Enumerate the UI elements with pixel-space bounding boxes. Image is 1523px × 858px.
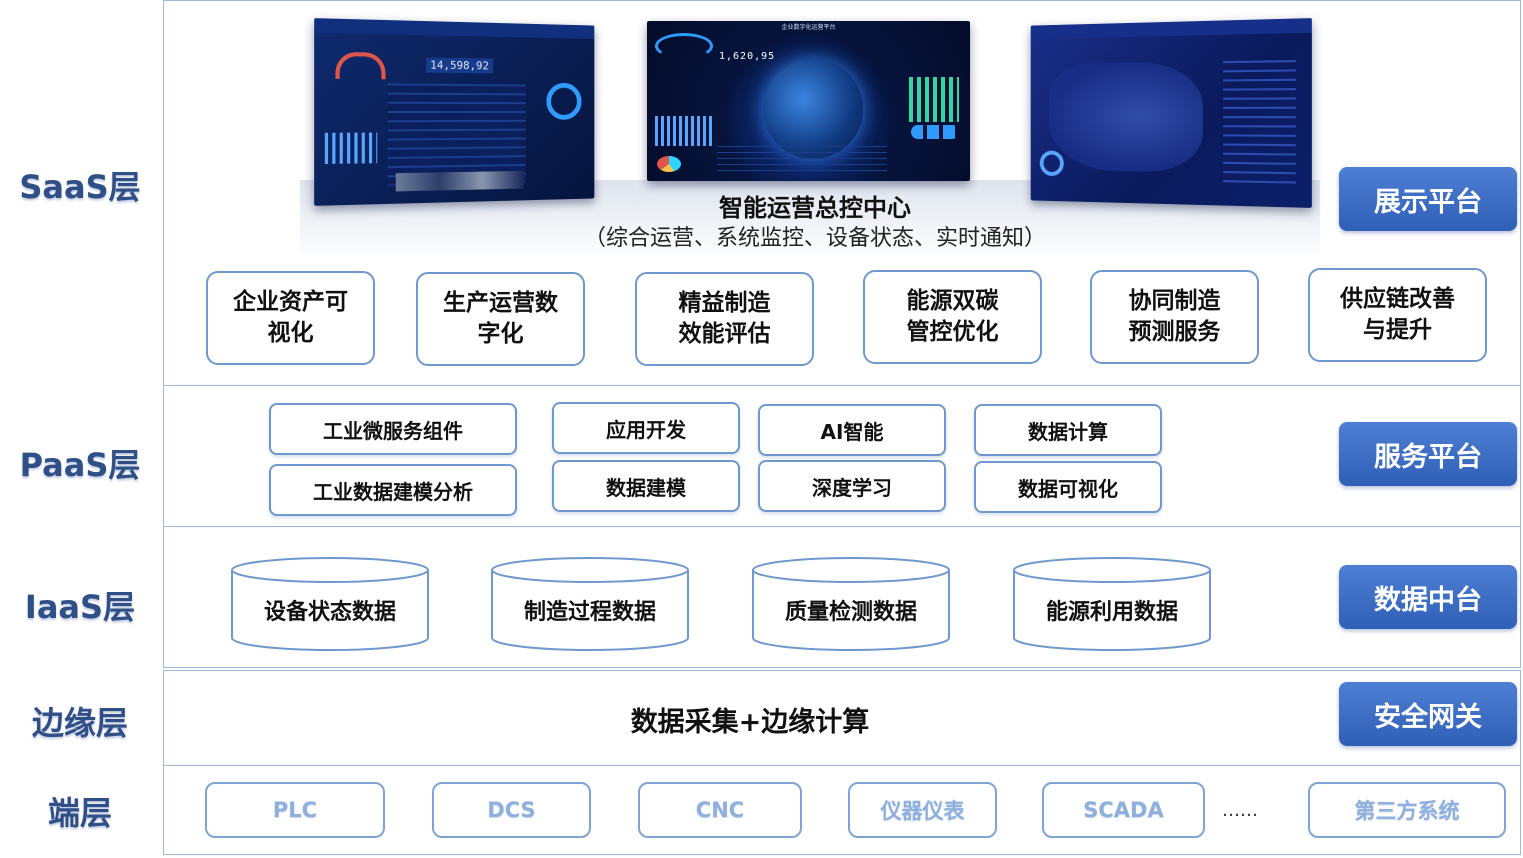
paas-microservice[interactable]: 工业微服务组件	[269, 403, 517, 455]
module-line: 字化	[443, 319, 558, 350]
data-platform-button[interactable]: 数据中台	[1339, 565, 1517, 629]
center-header-title: 企业数字化运营平台	[647, 22, 970, 31]
center-counter: 1,620,95	[719, 51, 775, 62]
module-line: 企业资产可	[233, 287, 348, 318]
db-label: 设备状态数据	[230, 594, 430, 626]
module-production-digital[interactable]: 生产运营数字化	[416, 272, 585, 366]
db-label: 制造过程数据	[490, 594, 690, 626]
module-line: 供应链改善	[1340, 284, 1455, 315]
module-line: 精益制造	[679, 288, 771, 319]
right-dashboard-screen	[1031, 18, 1312, 208]
layer-label-edge: 边缘层	[0, 698, 160, 744]
paas-data-modeling-analysis[interactable]: 工业数据建模分析	[269, 464, 517, 516]
center-dashboard-screen: 企业数字化运营平台 1,620,95	[647, 21, 970, 181]
paas-data-visualization[interactable]: 数据可视化	[974, 461, 1162, 513]
module-line: 视化	[233, 318, 348, 349]
db-energy-usage[interactable]: 能源利用数据	[1012, 556, 1212, 652]
module-line: 能源双碳	[907, 286, 999, 317]
saas-subtitle: （综合运营、系统监控、设备状态、实时通知）	[540, 220, 1090, 252]
module-lean-manufacturing[interactable]: 精益制造效能评估	[635, 272, 814, 366]
device-cnc[interactable]: CNC	[638, 782, 802, 838]
device-third-party[interactable]: 第三方系统	[1308, 782, 1506, 838]
paas-data-modeling[interactable]: 数据建模	[552, 460, 740, 512]
layer-label-iaas: IaaS层	[0, 582, 160, 628]
module-line: 与提升	[1340, 315, 1455, 346]
device-dcs[interactable]: DCS	[432, 782, 591, 838]
edge-text: 数据采集+边缘计算	[560, 700, 940, 739]
device-plc[interactable]: PLC	[205, 782, 385, 838]
db-manufacturing-process[interactable]: 制造过程数据	[490, 556, 690, 652]
paas-deep-learning[interactable]: 深度学习	[758, 460, 946, 512]
layer-label-paas: PaaS层	[0, 440, 160, 486]
module-line: 生产运营数	[443, 288, 558, 319]
left-counter: 14,598,92	[426, 57, 493, 73]
module-line: 管控优化	[907, 317, 999, 348]
paas-ai[interactable]: AI智能	[758, 404, 946, 456]
device-instruments[interactable]: 仪器仪表	[848, 782, 997, 838]
left-dashboard-screen: 14,598,92	[314, 18, 594, 206]
layer-label-saas: SaaS层	[0, 162, 160, 208]
db-quality-inspection[interactable]: 质量检测数据	[751, 556, 951, 652]
db-label: 能源利用数据	[1012, 594, 1212, 626]
paas-data-compute[interactable]: 数据计算	[974, 404, 1162, 456]
service-platform-button[interactable]: 服务平台	[1339, 422, 1517, 486]
saas-title: 智能运营总控中心	[600, 188, 1030, 223]
module-line: 协同制造	[1129, 286, 1221, 317]
module-line: 效能评估	[679, 319, 771, 350]
gateway-button[interactable]: 安全网关	[1339, 682, 1517, 746]
module-line: 预测服务	[1129, 317, 1221, 348]
module-asset-visualization[interactable]: 企业资产可视化	[206, 271, 375, 365]
db-equipment-status[interactable]: 设备状态数据	[230, 556, 430, 652]
device-ellipsis: ……	[1222, 800, 1258, 821]
module-energy-carbon[interactable]: 能源双碳管控优化	[863, 270, 1042, 364]
display-platform-button[interactable]: 展示平台	[1339, 167, 1517, 231]
paas-app-dev[interactable]: 应用开发	[552, 402, 740, 454]
layer-label-device: 端层	[0, 788, 160, 834]
device-scada[interactable]: SCADA	[1042, 782, 1205, 838]
module-supply-chain[interactable]: 供应链改善与提升	[1308, 268, 1487, 362]
db-label: 质量检测数据	[751, 594, 951, 626]
module-collaborative-forecast[interactable]: 协同制造预测服务	[1090, 270, 1259, 364]
